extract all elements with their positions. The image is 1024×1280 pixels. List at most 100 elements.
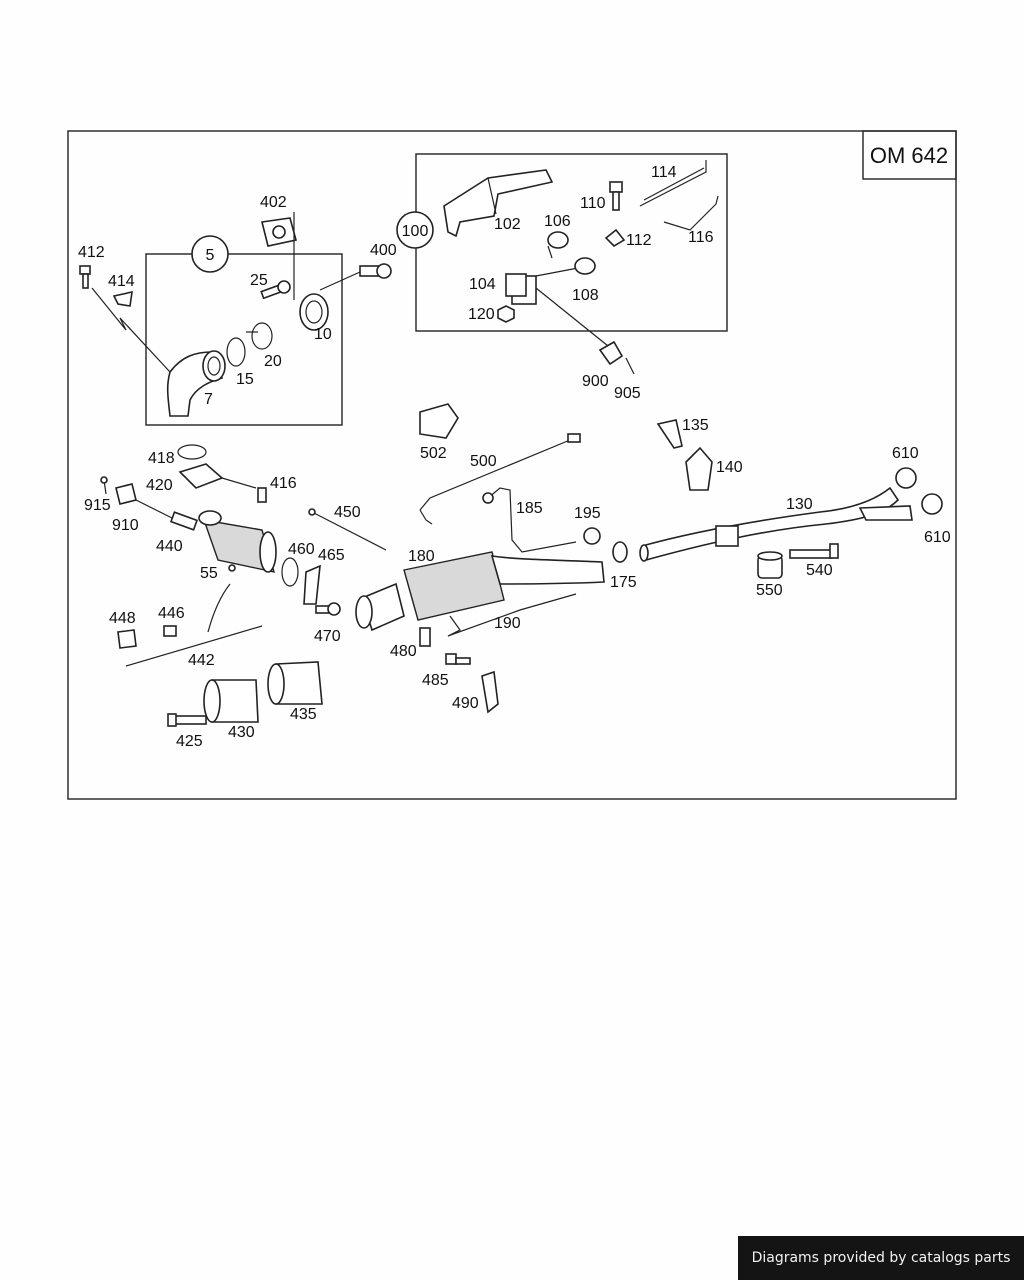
part-446-bolt[interactable]	[163, 625, 177, 637]
model-box: OM 642	[862, 130, 957, 180]
part-190-pipe[interactable]	[447, 593, 577, 637]
group-5-box: 5	[145, 235, 343, 426]
part-412-bolt[interactable]	[79, 265, 171, 373]
part-108-clamp[interactable]	[574, 257, 596, 275]
part-440-sensor[interactable]	[169, 511, 199, 531]
part-7-pipe[interactable]	[166, 350, 226, 417]
part-402-gasket[interactable]	[261, 212, 297, 300]
part-114-line[interactable]	[639, 160, 707, 207]
label-102: 102	[494, 216, 521, 233]
label-400: 400	[370, 242, 397, 259]
part-442-sensor-line[interactable]	[125, 583, 263, 667]
part-25-bolt[interactable]	[260, 280, 291, 300]
part-465-clamp[interactable]	[303, 564, 321, 605]
part-485-bolt[interactable]	[445, 653, 471, 665]
label-110: 110	[580, 195, 606, 212]
label-120: 120	[468, 306, 495, 323]
part-55-converter[interactable]	[198, 510, 277, 573]
part-116-line[interactable]	[663, 195, 719, 231]
part-418-gasket[interactable]	[177, 444, 207, 460]
label-490: 490	[452, 695, 479, 712]
label-108: 108	[572, 287, 599, 304]
part-610-clamp-right[interactable]	[921, 493, 943, 515]
part-400-stud[interactable]	[319, 263, 392, 291]
label-500: 500	[470, 453, 497, 470]
part-416-bolt[interactable]	[257, 487, 267, 503]
label-465: 465	[318, 547, 345, 564]
group-5-label: 5	[206, 247, 215, 264]
label-402: 402	[260, 194, 287, 211]
label-190: 190	[494, 615, 521, 632]
label-446: 446	[158, 605, 185, 622]
part-106-clamp[interactable]	[547, 231, 569, 259]
label-20: 20	[264, 353, 282, 370]
part-430-cover[interactable]	[203, 679, 259, 723]
label-540: 540	[806, 562, 833, 579]
label-610-top: 610	[892, 445, 919, 462]
part-120-nut[interactable]	[497, 305, 515, 323]
part-470-bolt[interactable]	[315, 602, 341, 616]
label-448: 448	[109, 610, 136, 627]
part-550-isolator[interactable]	[757, 551, 783, 579]
part-460-ring[interactable]	[281, 557, 299, 587]
part-130-pipe[interactable]	[639, 486, 913, 562]
label-905: 905	[614, 385, 641, 402]
part-175-clamp[interactable]	[612, 541, 628, 563]
label-55: 55	[200, 565, 218, 582]
part-610-clamp-top[interactable]	[895, 467, 917, 489]
label-450: 450	[334, 504, 361, 521]
part-195-clamp[interactable]	[583, 527, 601, 545]
label-7: 7	[204, 391, 213, 408]
label-175: 175	[610, 574, 637, 591]
part-414-bracket[interactable]	[112, 290, 133, 307]
label-140: 140	[716, 459, 743, 476]
label-10: 10	[314, 326, 332, 343]
part-540-bolt[interactable]	[789, 543, 839, 559]
part-10-clamp[interactable]	[299, 293, 329, 331]
part-500-sensor-line[interactable]	[419, 433, 581, 525]
group-100-box: 100	[396, 153, 728, 332]
model-label: OM 642	[870, 143, 948, 168]
label-135: 135	[682, 417, 709, 434]
part-450-wire[interactable]	[308, 508, 387, 551]
part-140-hanger[interactable]	[685, 446, 713, 491]
part-112-clip[interactable]	[604, 228, 626, 248]
label-470: 470	[314, 628, 341, 645]
part-915-screw[interactable]	[100, 476, 108, 495]
label-112: 112	[626, 232, 652, 249]
part-180-dpf[interactable]	[355, 551, 605, 632]
label-610-right: 610	[924, 529, 951, 546]
part-435-insulation[interactable]	[267, 661, 323, 705]
label-440: 440	[156, 538, 183, 555]
part-20-clamp[interactable]	[246, 322, 273, 350]
label-485: 485	[422, 672, 449, 689]
label-416: 416	[270, 475, 297, 492]
label-106: 106	[544, 213, 571, 230]
part-135-bracket[interactable]	[656, 419, 683, 449]
part-104-valve[interactable]	[505, 267, 619, 355]
part-905-screw[interactable]	[625, 357, 635, 375]
label-15: 15	[236, 371, 254, 388]
part-910-sensor[interactable]	[115, 483, 173, 519]
part-448-clip[interactable]	[117, 629, 137, 649]
part-15-ring[interactable]	[226, 337, 246, 367]
part-110-bolt[interactable]	[609, 181, 623, 211]
label-195: 195	[574, 505, 601, 522]
label-116: 116	[688, 229, 714, 246]
label-442: 442	[188, 652, 215, 669]
part-185-pipe[interactable]	[482, 487, 577, 553]
credit-banner: Diagrams provided by catalogs parts	[738, 1236, 1024, 1280]
part-420-flange[interactable]	[178, 463, 257, 489]
part-900-sensor[interactable]	[598, 340, 624, 366]
part-480-bracket[interactable]	[419, 627, 431, 647]
diagram-frame	[67, 130, 957, 800]
part-425-bolt[interactable]	[167, 713, 207, 727]
part-102-bracket[interactable]	[443, 169, 554, 238]
part-490-bracket[interactable]	[481, 670, 499, 714]
part-502-bracket[interactable]	[419, 403, 459, 439]
group-100-label: 100	[402, 223, 429, 240]
label-412: 412	[78, 244, 105, 261]
label-185: 185	[516, 500, 543, 517]
label-180: 180	[408, 548, 435, 565]
label-460: 460	[288, 541, 315, 558]
